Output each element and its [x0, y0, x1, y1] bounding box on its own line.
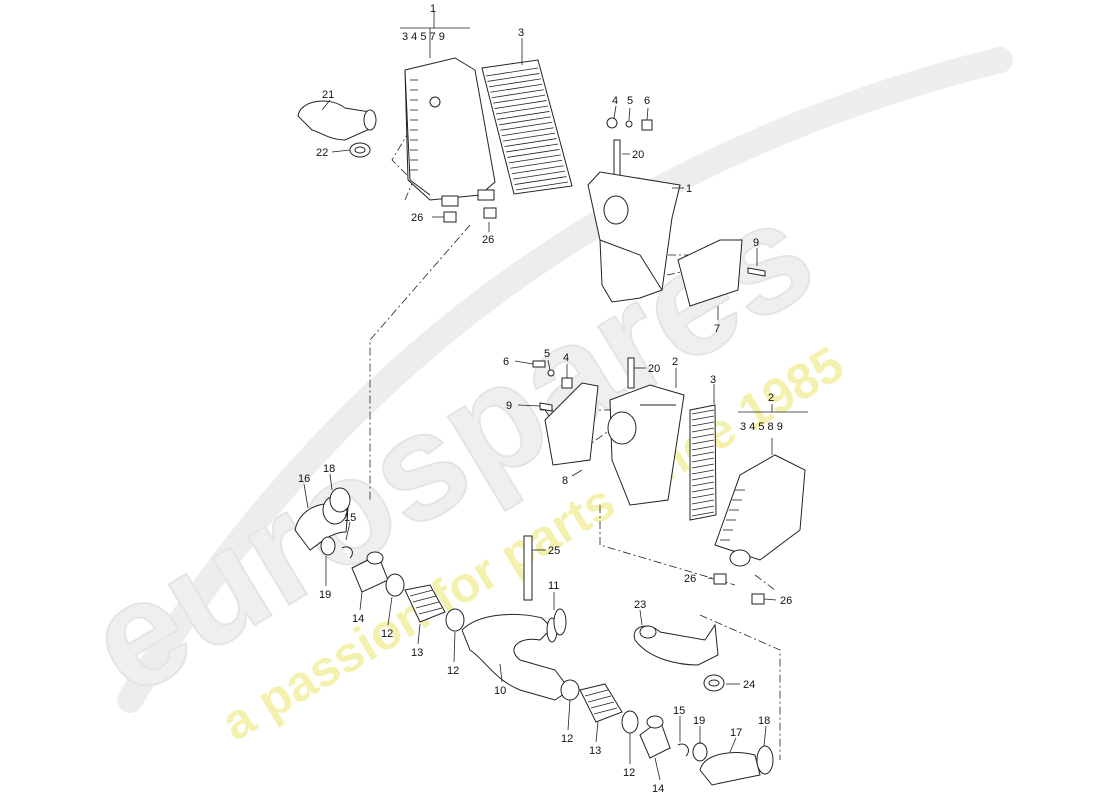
bellows-hose-right: [579, 683, 623, 723]
callout-6-top: 6: [644, 95, 650, 107]
clamp-right-a: [560, 679, 580, 701]
filter-element-mid: [689, 404, 717, 521]
callout-group-2-subs: 3 4 5 8 9: [740, 421, 783, 433]
callout-15-right: 15: [673, 705, 685, 717]
callout-20-top: 20: [632, 149, 644, 161]
bolt-25: [523, 535, 533, 601]
callout-19-left: 19: [319, 589, 331, 601]
callout-11: 11: [548, 580, 559, 592]
rings-right: [677, 742, 708, 762]
callout-12-d: 12: [623, 767, 635, 779]
callout-13-b: 13: [589, 745, 601, 757]
y-pipe: [461, 608, 571, 701]
callout-18-right: 18: [758, 715, 770, 727]
callout-26-b: 26: [482, 234, 494, 246]
leader-lines: [303, 12, 808, 781]
callout-7: 7: [714, 323, 720, 335]
fasteners-lower: [532, 357, 635, 412]
nuts-lower: [713, 573, 765, 605]
callout-10: 10: [494, 685, 506, 697]
callout-1-mid: 1: [686, 183, 692, 195]
callout-22: 22: [316, 147, 328, 159]
rings-left: [320, 536, 353, 559]
heat-shield-lower: [544, 382, 599, 466]
callout-group-2: 2: [768, 392, 774, 404]
callout-4-top: 4: [612, 95, 618, 107]
callout-23: 23: [634, 599, 646, 611]
nuts-top: [443, 207, 497, 223]
callout-12-b: 12: [447, 665, 459, 677]
filter-cover-lower: [714, 454, 806, 567]
callout-15-left: 15: [344, 512, 356, 524]
intake-elbow-lower-left: [294, 487, 351, 551]
callout-24: 24: [743, 679, 755, 691]
callout-9-mid: 9: [506, 400, 512, 412]
callout-13-a: 13: [411, 647, 423, 659]
callout-26-a: 26: [411, 212, 423, 224]
callout-26-c: 26: [684, 573, 696, 585]
callout-group-1-subs: 3 4 5 7 9: [402, 31, 445, 43]
clamp-left-a: [385, 573, 405, 597]
filter-element-top: [481, 59, 573, 195]
fasteners-top: [606, 117, 653, 179]
callout-4-mid: 4: [563, 352, 569, 364]
callout-19-right: 19: [693, 715, 705, 727]
clamp-right-b: [621, 710, 639, 734]
callout-17: 17: [730, 727, 742, 739]
callout-5-mid: 5: [544, 348, 550, 360]
callout-12-a: 12: [381, 628, 393, 640]
callout-8: 8: [562, 475, 568, 487]
callout-14-left: 14: [352, 613, 364, 625]
callout-16: 16: [298, 473, 310, 485]
callout-14-right: 14: [652, 783, 664, 795]
callout-labels: 1 3 4 5 7 9 3 21 22 26 26 4 5 6 20 1 9 7…: [298, 3, 792, 795]
callout-2-mid: 2: [672, 356, 678, 368]
callout-18-left: 18: [323, 463, 335, 475]
callout-group-1: 1: [430, 3, 436, 15]
upper-filter-housing: [404, 57, 496, 207]
callout-20-mid: 20: [648, 363, 660, 375]
callout-3-top: 3: [518, 27, 524, 39]
heat-shield-upper: [677, 239, 766, 307]
maf-sensor-left: [351, 551, 389, 593]
callout-12-c: 12: [561, 733, 573, 745]
mounting-housing-upper: [587, 171, 681, 303]
callout-25: 25: [548, 545, 560, 557]
clamp-left-b: [445, 608, 465, 632]
maf-sensor-right: [639, 715, 671, 759]
intake-elbow-lower-right: [699, 745, 774, 786]
callout-6-mid: 6: [503, 356, 509, 368]
bellows-hose-left: [404, 584, 446, 623]
callout-3-mid: 3: [710, 374, 716, 386]
lower-filter-housing: [607, 384, 685, 506]
callout-5-top: 5: [627, 95, 633, 107]
callout-9-top: 9: [753, 237, 759, 249]
intake-elbow-left: [297, 100, 377, 158]
intake-elbow-right: [633, 623, 725, 692]
callout-26-d: 26: [780, 595, 792, 607]
callout-21: 21: [322, 89, 334, 101]
